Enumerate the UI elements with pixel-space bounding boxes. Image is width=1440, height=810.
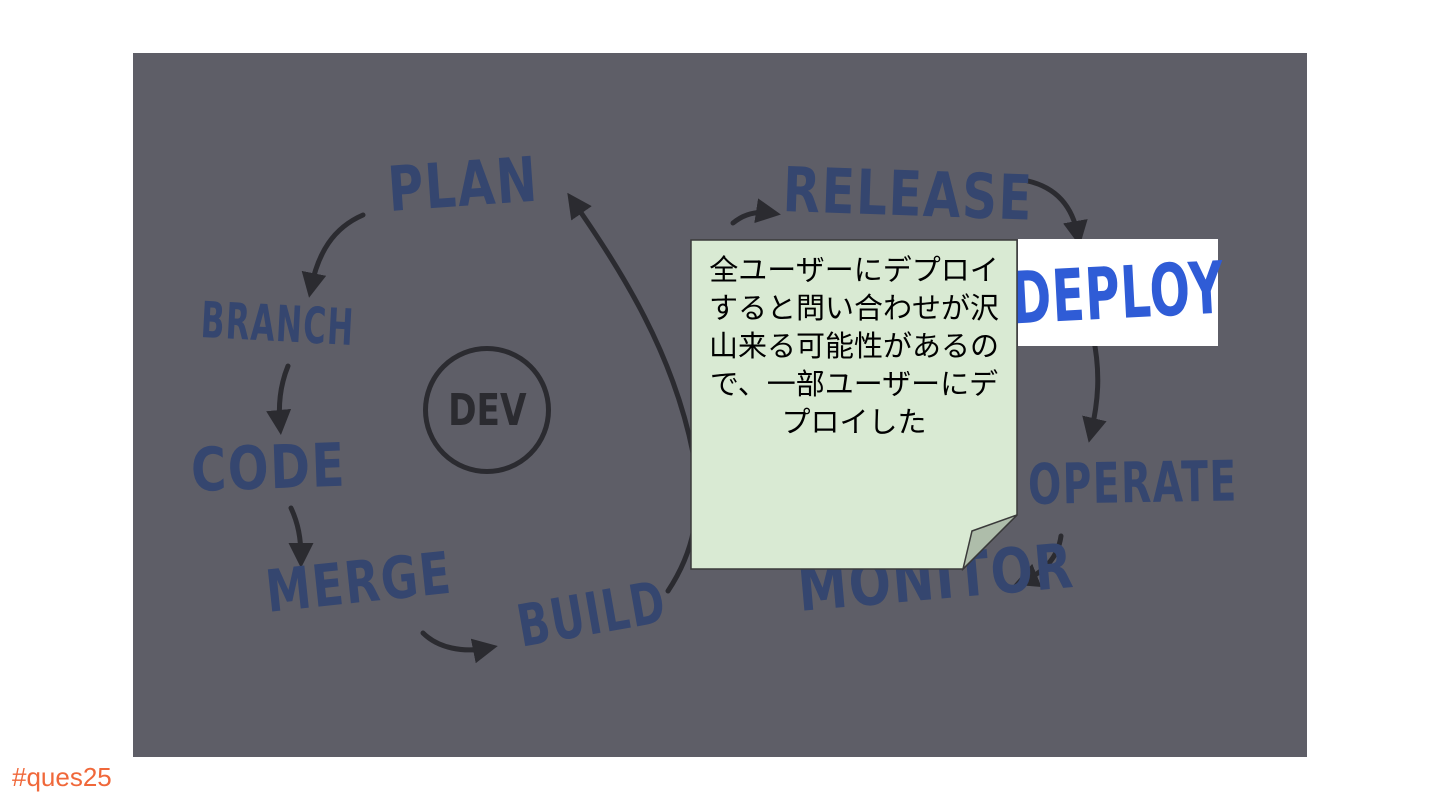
stage-release: RELEASE (781, 153, 1035, 235)
sticky-note-shape (690, 239, 1018, 571)
dev-circle: DEV (423, 346, 551, 474)
deploy-label: DEPLOY (1009, 244, 1227, 341)
stage-branch: BRANCH (199, 291, 356, 357)
flow-arrows (266, 178, 1107, 664)
dev-label: DEV (447, 384, 527, 436)
sticky-note: 全ユーザーにデプロイすると問い合わせが沢山来る可能性があるので、一部ユーザーにデ… (690, 239, 1018, 571)
hashtag: #ques25 (12, 762, 112, 792)
stage-code: CODE (189, 430, 348, 506)
stage-operate: OPERATE (1027, 449, 1239, 518)
sticky-note-text: 全ユーザーにデプロイすると問い合わせが沢山来る可能性があるので、一部ユーザーにデ… (708, 253, 999, 439)
deploy-highlight: DEPLOY (1010, 239, 1226, 346)
stage-plan: PLAN (385, 142, 541, 226)
